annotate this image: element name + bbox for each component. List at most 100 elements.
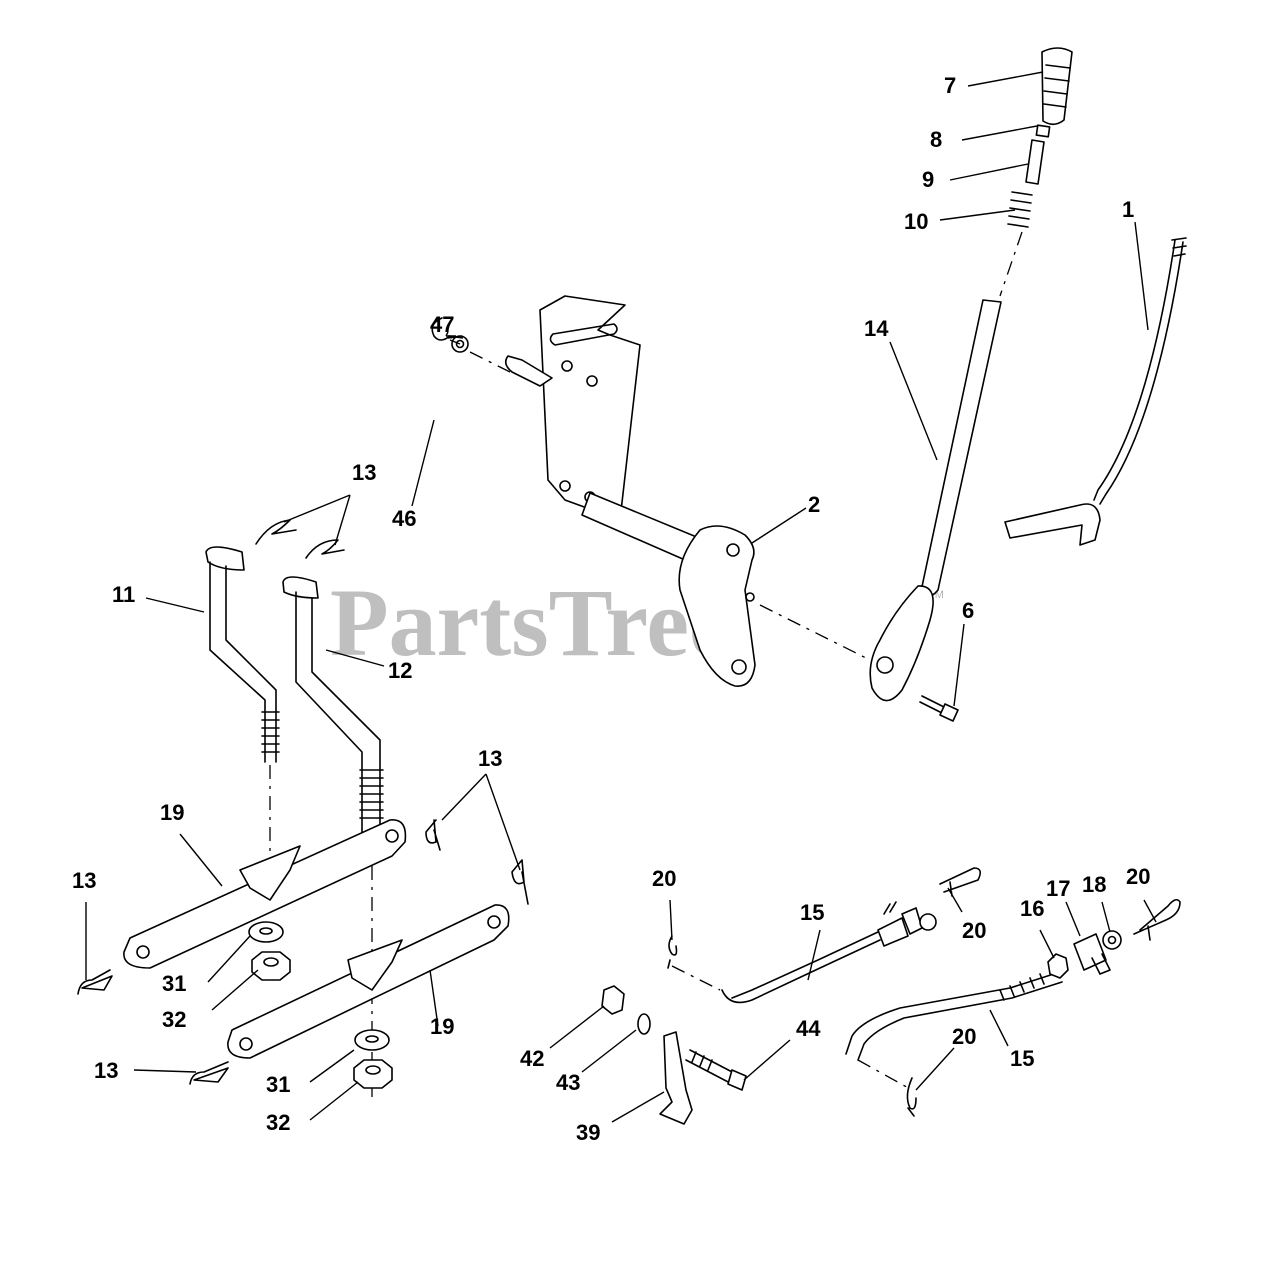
callout-2: 2 [808,492,820,517]
part-17-swivel-block[interactable] [1073,933,1107,971]
callout-39: 39 [576,1120,600,1145]
callout-20-a: 20 [652,866,676,891]
watermark-text: PartsTree [330,569,732,676]
part-43-washer[interactable] [637,1013,651,1035]
callout-16: 16 [1020,896,1044,921]
part-20-clip-c[interactable] [1133,898,1181,941]
callout-14: 14 [864,316,889,341]
part-32-nut-upper-hole [263,957,279,967]
part-44-bolt[interactable] [685,1049,737,1085]
part-20-clip-d[interactable] [906,1077,917,1117]
callout-6: 6 [962,598,974,623]
callout-32-lower: 32 [266,1110,290,1135]
callout-17: 17 [1046,876,1070,901]
bracket-hole-2 [586,375,598,387]
part-39-bracket[interactable] [659,1031,693,1125]
callout-1: 1 [1122,197,1134,222]
part-6-bolt-head [939,703,959,722]
part-19-upper-hole-1 [136,945,150,959]
part-18-nut-hole [1107,935,1117,945]
callout-12: 12 [388,658,412,683]
part-1-lift-rod[interactable] [1093,239,1184,505]
callout-20-c: 20 [1126,864,1150,889]
bracket-hole-3 [559,480,571,492]
callout-20-d: 20 [952,1024,976,1049]
part-11-thread [261,711,280,753]
callout-43: 43 [556,1070,580,1095]
callout-9: 9 [922,167,934,192]
part-13-clip-top-1[interactable] [255,519,297,545]
part-11-rod-top [205,546,245,571]
part-13-clip-right-1[interactable] [425,819,441,851]
callout-numbers: 7 8 9 10 1 14 47 46 13 2 6 11 12 13 19 1… [72,73,1150,1145]
callout-20-b: 20 [962,918,986,943]
part-44-thread [691,1051,713,1071]
callout-47: 47 [430,312,454,337]
callout-18: 18 [1082,872,1106,897]
lift-shaft-assembly [431,295,871,687]
part-8-ferrule[interactable] [1035,124,1051,138]
centerline-rod-15a [671,965,721,991]
part-31-washer-lower-hole [365,1035,379,1043]
part-47-washer-hole [455,339,465,349]
part-2-lift-arm[interactable] [678,525,756,687]
part-13-clip-right-2[interactable] [511,859,529,905]
part-18-nut[interactable] [1102,930,1122,950]
part-32-nut-lower-hole [365,1065,381,1075]
bracket-slot [549,323,618,346]
part-46-clip[interactable] [431,317,451,341]
part-12-rod-top [282,576,319,599]
part-13-clip-left-1[interactable] [77,969,113,995]
part-9-rod[interactable] [1025,139,1045,185]
part-12-thread [359,769,384,819]
part-11-rod[interactable] [209,561,277,763]
part-19-lower-boss [347,939,403,991]
callout-19-lower: 19 [430,1014,454,1039]
part-19-upper-boss [239,845,301,901]
centerline-rod-15b [857,1059,913,1091]
part-15-upper-spring [883,901,897,915]
part-31-washer-lower[interactable] [354,1029,390,1051]
callout-8: 8 [930,127,942,152]
part-13-clip-top-2[interactable] [305,539,345,559]
part-14-lever-foot[interactable] [869,585,934,702]
bracket-hole-1 [561,360,573,372]
callout-11: 11 [112,582,135,607]
part-20-clip-b[interactable] [939,867,982,897]
part-20-clip-a[interactable] [667,935,678,969]
part-2-arm-pin [745,592,755,602]
part-42-nut[interactable] [601,985,625,1015]
part-10-spring[interactable] [1007,191,1033,228]
callout-7: 7 [944,73,956,98]
callout-13-right: 13 [478,746,502,771]
part-15-rod-lower[interactable] [845,971,1063,1061]
part-16-nut[interactable] [1047,953,1069,979]
callout-31-upper: 31 [162,971,186,996]
lift-lever-assembly [869,47,1187,722]
centerline-arm-lever [759,604,871,661]
callout-15-upper: 15 [800,900,824,925]
callout-13-left: 13 [72,868,96,893]
callout-10: 10 [904,209,928,234]
part-7-grip[interactable] [1041,47,1073,126]
part-2-arm-hole-2 [731,659,747,675]
part-19-upper-hole-2 [385,829,399,843]
part-shaft-stub [504,355,553,387]
left-linkage-assembly [77,519,529,1100]
part-15-rod-upper[interactable] [721,931,881,1004]
part-14-foot-hole [876,656,894,674]
part-2-arm-hole-1 [726,543,740,557]
leader-lines [85,71,1157,1123]
callout-46: 46 [392,506,416,531]
part-31-washer-upper[interactable] [248,921,284,943]
part-15-upper-end [877,917,909,947]
part-19-lower-hole-2 [487,915,501,929]
callout-31-lower: 31 [266,1072,290,1097]
callout-19-upper: 19 [160,800,184,825]
part-7-grip-texture [1043,64,1071,108]
callout-44: 44 [796,1016,821,1041]
part-1-handle [1004,503,1101,546]
part-13-clip-left-2[interactable] [189,1061,229,1085]
part-6-bolt[interactable] [919,695,947,715]
